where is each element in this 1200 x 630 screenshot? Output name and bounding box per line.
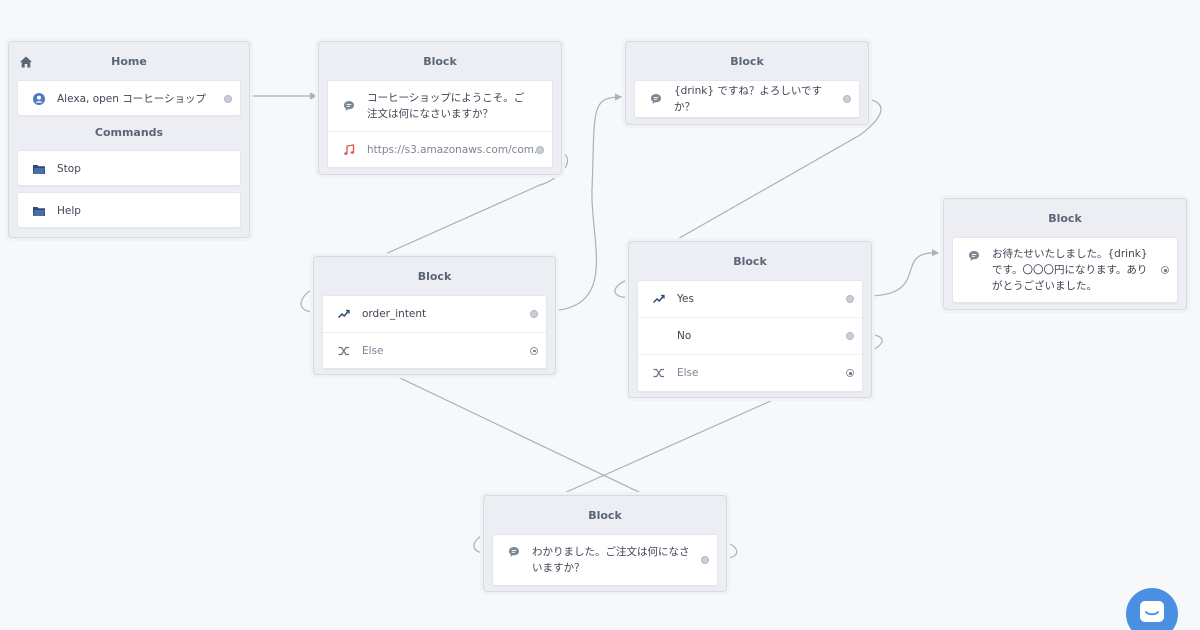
intent-block[interactable]: Block order_intent Else: [313, 256, 556, 375]
command-row[interactable]: Stop: [18, 151, 240, 187]
command-help[interactable]: Help: [17, 192, 241, 228]
else-row[interactable]: Else: [638, 354, 862, 391]
confirm-block[interactable]: Block {drink} ですね？よろしいですか？: [625, 41, 869, 125]
done-output-port[interactable]: [1161, 266, 1169, 274]
yesno-block[interactable]: Block Yes No Else: [628, 241, 872, 398]
command-label: Stop: [57, 163, 81, 175]
welcome-card[interactable]: コーヒーショップにようこそ。ご注文は何になさいますか？ https://s3.a…: [327, 80, 553, 168]
block-title: Block: [588, 509, 622, 522]
else-label: Else: [677, 367, 699, 379]
speech-text: コーヒーショップにようこそ。ご注文は何になさいますか？: [367, 92, 525, 120]
launch-row[interactable]: Alexa, open コーヒーショップ: [18, 81, 240, 117]
no-output-port[interactable]: [846, 332, 854, 340]
speech-row[interactable]: コーヒーショップにようこそ。ご注文は何になさいますか？: [328, 81, 552, 131]
audio-output-port[interactable]: [536, 145, 544, 154]
speech-bubble-icon: [967, 249, 981, 263]
confirm-output-port[interactable]: [843, 95, 851, 103]
launch-phrase: Alexa, open コーヒーショップ: [57, 93, 207, 105]
audio-url: https://s3.amazonaws.com/com...: [367, 143, 545, 156]
chat-icon: [1140, 601, 1164, 622]
confirm-card[interactable]: {drink} ですね？よろしいですか？: [634, 80, 860, 118]
folder-icon: [32, 204, 46, 218]
intent-icon: [337, 307, 351, 321]
else-label: Else: [362, 344, 384, 357]
shuffle-icon: [337, 344, 351, 358]
else-output-port[interactable]: [530, 346, 538, 355]
launch-card[interactable]: Alexa, open コーヒーショップ: [17, 80, 241, 116]
home-block[interactable]: Home Alexa, open コーヒーショップ Commands Stop: [8, 41, 250, 238]
retry-output-port[interactable]: [701, 556, 709, 564]
speech-row[interactable]: お待たせいたしました。{drink} です。〇〇〇円になります。ありがとうござい…: [953, 238, 1177, 302]
launch-output-port[interactable]: [224, 95, 232, 103]
command-label: Help: [57, 205, 81, 217]
audio-row[interactable]: https://s3.amazonaws.com/com...: [328, 131, 552, 167]
welcome-block[interactable]: Block コーヒーショップにようこそ。ご注文は何になさいますか？ https:…: [318, 41, 562, 175]
block-title: Block: [1048, 212, 1082, 225]
yes-label: Yes: [677, 293, 694, 305]
speech-bubble-icon: [507, 545, 521, 559]
done-card[interactable]: お待たせいたしました。{drink} です。〇〇〇円になります。ありがとうござい…: [952, 237, 1178, 303]
command-row[interactable]: Help: [18, 193, 240, 229]
folder-icon: [32, 162, 46, 176]
command-stop[interactable]: Stop: [17, 150, 241, 186]
intent-output-port[interactable]: [530, 310, 538, 318]
blank-icon: [652, 329, 666, 343]
music-note-icon: [342, 143, 356, 157]
intent-row[interactable]: order_intent: [323, 296, 546, 332]
user-icon: [32, 92, 46, 106]
done-block[interactable]: Block お待たせいたしました。{drink} です。〇〇〇円になります。あり…: [943, 198, 1187, 310]
shuffle-icon: [652, 366, 666, 380]
speech-text: {drink} ですね？よろしいですか？: [674, 85, 823, 113]
home-icon: [20, 56, 32, 68]
chat-support-button[interactable]: [1126, 588, 1178, 630]
block-title: Block: [730, 55, 764, 68]
speech-row[interactable]: {drink} ですね？よろしいですか？: [635, 81, 859, 117]
yes-output-port[interactable]: [846, 295, 854, 303]
home-block-header: Home: [17, 42, 241, 80]
wire-intent-else-to-retry: [397, 376, 644, 495]
yes-row[interactable]: Yes: [638, 281, 862, 317]
intent-card[interactable]: order_intent Else: [322, 295, 547, 369]
commands-title: Commands: [94, 126, 164, 139]
intent-name: order_intent: [362, 308, 427, 320]
intent-icon: [652, 292, 666, 306]
retry-card[interactable]: わかりました。ご注文は何になさいますか？: [492, 534, 718, 586]
speech-text: わかりました。ご注文は何になさいますか？: [532, 546, 690, 574]
block-title: Block: [423, 55, 457, 68]
no-row[interactable]: No: [638, 317, 862, 354]
speech-row[interactable]: わかりました。ご注文は何になさいますか？: [493, 535, 717, 585]
wire-yes-to-done: [861, 249, 940, 297]
speech-bubble-icon: [649, 92, 663, 106]
wire-yesno-else-to-retry: [561, 398, 776, 495]
no-label: No: [677, 330, 692, 342]
retry-block[interactable]: Block わかりました。ご注文は何になさいますか？: [483, 495, 727, 592]
home-title: Home: [111, 55, 147, 68]
speech-bubble-icon: [342, 99, 356, 113]
else-row[interactable]: Else: [323, 332, 546, 368]
else-output-port[interactable]: [846, 369, 854, 377]
block-title: Block: [417, 270, 452, 283]
block-title: Block: [733, 255, 767, 268]
yesno-card[interactable]: Yes No Else: [637, 280, 863, 392]
speech-text: お待たせいたしました。{drink} です。〇〇〇円になります。ありがとうござい…: [992, 248, 1148, 292]
